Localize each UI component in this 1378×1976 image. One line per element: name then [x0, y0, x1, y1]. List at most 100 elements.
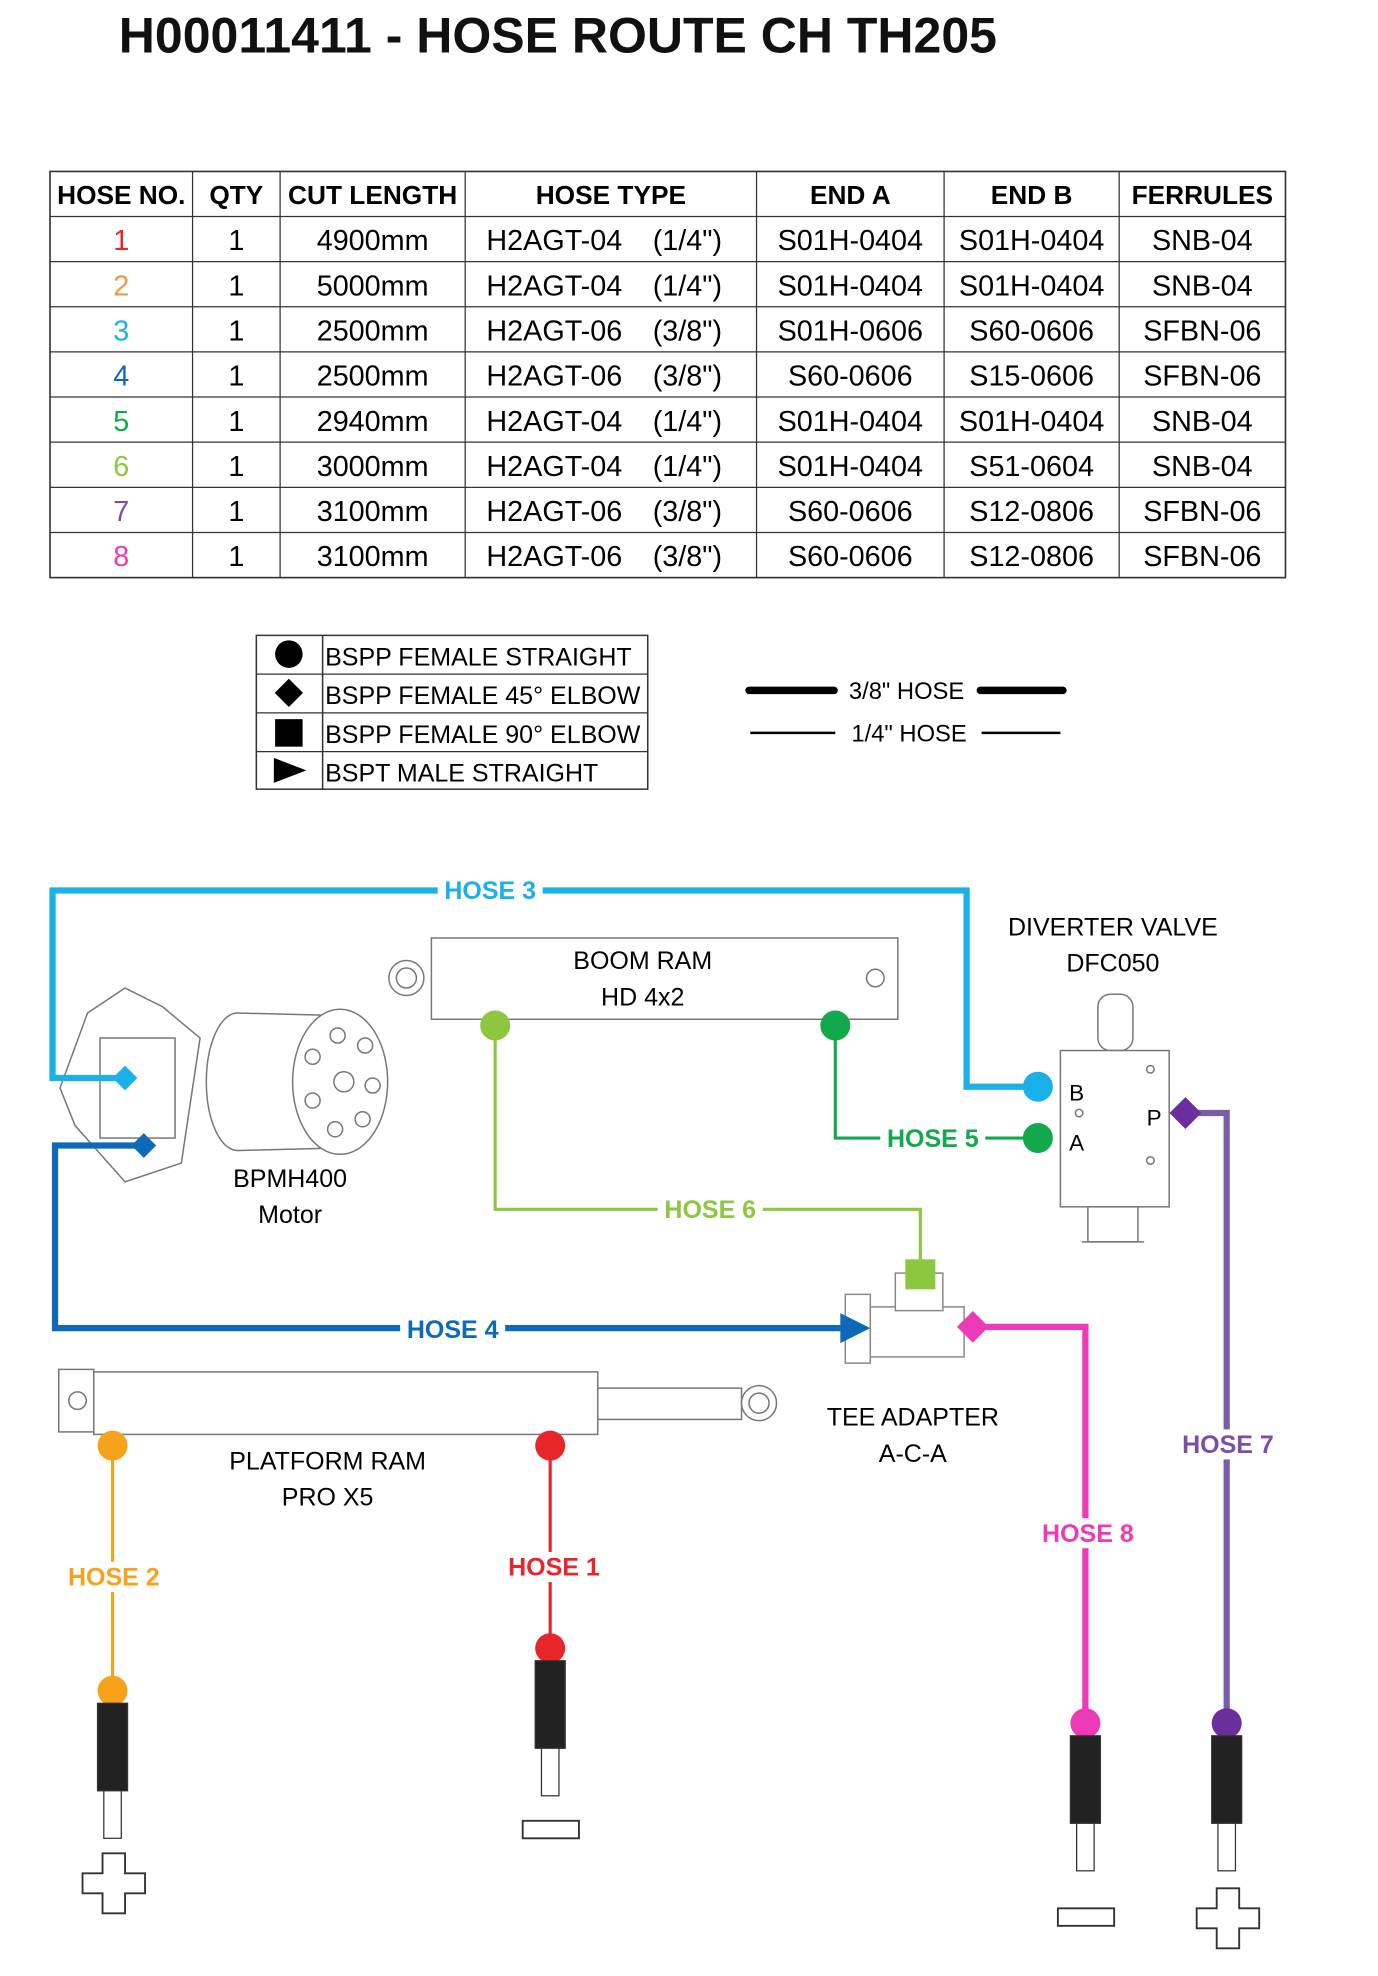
tee-sublabel: A-C-A — [879, 1440, 947, 1468]
column-header: HOSE TYPE — [536, 180, 686, 210]
table-cell-end-a: S60-0606 — [788, 541, 913, 573]
table-cell-qty: 1 — [228, 270, 244, 302]
hose-3-label: HOSE 3 — [444, 877, 536, 905]
legend-label: BSPT MALE STRAIGHT — [325, 760, 598, 788]
hose-size-cell: (3/8") — [653, 316, 722, 348]
table-cell-qty: 1 — [228, 451, 244, 483]
fitting-legend: BSPP FEMALE STRAIGHT BSPP FEMALE 45° ELB… — [255, 634, 649, 790]
circle-fitting-icon — [97, 1675, 128, 1706]
circle-icon — [275, 640, 303, 668]
table-cell-length: 2500mm — [317, 316, 429, 348]
table-cell-no: 4 — [113, 361, 129, 393]
hose-type-cell: H2AGT-06 — [486, 316, 622, 348]
hose-4-label: HOSE 4 — [407, 1316, 499, 1344]
table-cell-end-a: S01H-0404 — [778, 225, 923, 257]
table-cell-qty: 1 — [228, 541, 244, 573]
hose-1-label: HOSE 1 — [508, 1554, 600, 1582]
table-cell-end-a: S01H-0404 — [778, 406, 923, 438]
tee-adapter — [844, 1272, 965, 1364]
column-header: END A — [810, 180, 891, 210]
table-cell-length: 2500mm — [317, 361, 429, 393]
hose-8-line — [972, 1323, 1089, 1724]
diamond-fitting-icon — [131, 1133, 157, 1158]
circle-fitting-icon — [535, 1633, 566, 1664]
diamond-fitting-icon — [1169, 1097, 1202, 1129]
plus-icon — [1195, 1887, 1261, 1950]
hose-4-line — [51, 1142, 851, 1332]
hose-size-legend: 3/8" HOSE 1/4" HOSE — [745, 678, 1067, 748]
hose-5-label: HOSE 5 — [887, 1125, 979, 1153]
diamond-icon — [274, 678, 304, 708]
hose-type-cell: H2AGT-04 — [486, 451, 622, 483]
table-cell-length: 3000mm — [317, 451, 429, 483]
hose-5-line — [833, 1025, 1038, 1140]
table-cell-no: 6 — [113, 451, 129, 483]
hose-size-cell: (3/8") — [653, 541, 722, 573]
legend-thick-label: 3/8" HOSE — [849, 678, 964, 705]
table-cell-length: 3100mm — [317, 496, 429, 528]
page-title: H00011411 - HOSE ROUTE CH TH205 — [119, 8, 997, 64]
table-cell-qty: 1 — [228, 361, 244, 393]
minus-icon — [521, 1819, 580, 1840]
diamond-fitting-icon — [112, 1065, 138, 1091]
table-cell-no: 2 — [113, 270, 129, 302]
table-cell-end-b: S01H-0404 — [959, 270, 1104, 302]
circle-fitting-icon — [480, 1010, 511, 1041]
square-icon — [275, 719, 303, 747]
port-b: B — [1069, 1081, 1084, 1106]
legend-label: BSPP FEMALE 90° ELBOW — [325, 721, 641, 749]
column-header: FERRULES — [1132, 180, 1273, 210]
hose-8-label: HOSE 8 — [1042, 1520, 1134, 1548]
table-cell-ferrules: SNB-04 — [1152, 406, 1253, 438]
circle-fitting-icon — [97, 1430, 128, 1461]
quick-couplers — [96, 1660, 1243, 1872]
diverter-valve — [1059, 993, 1170, 1243]
table-cell-no: 8 — [113, 541, 129, 573]
circle-fitting-icon — [1022, 1123, 1053, 1154]
table-cell-end-b: S12-0806 — [969, 541, 1094, 573]
table-cell-end-b: S01H-0404 — [959, 225, 1104, 257]
hose-7-label: HOSE 7 — [1182, 1431, 1274, 1459]
legend-label: BSPP FEMALE STRAIGHT — [325, 643, 632, 671]
table-cell-qty: 1 — [228, 496, 244, 528]
hose-type-cell: H2AGT-04 — [486, 406, 622, 438]
hose-type-cell: H2AGT-06 — [486, 361, 622, 393]
table-cell-ferrules: SNB-04 — [1152, 451, 1253, 483]
circle-fitting-icon — [535, 1430, 566, 1461]
circle-fitting-icon — [1211, 1708, 1242, 1739]
hose-7-line — [1185, 1109, 1230, 1724]
hose-type-cell: H2AGT-04 — [486, 270, 622, 302]
platform-ram-model: PRO X5 — [282, 1484, 374, 1512]
table-cell-ferrules: SNB-04 — [1152, 270, 1253, 302]
column-header: QTY — [209, 180, 263, 210]
table-cell-no: 3 — [113, 316, 129, 348]
table-cell-ferrules: SFBN-06 — [1143, 496, 1261, 528]
table-cell-end-a: S01H-0404 — [778, 270, 923, 302]
table-cell-no: 1 — [113, 225, 129, 257]
hose-6-line — [493, 1025, 922, 1274]
hose-size-cell: (1/4") — [653, 451, 722, 483]
table-cell-end-b: S01H-0404 — [959, 406, 1104, 438]
platform-ram-label: PLATFORM RAM — [229, 1447, 426, 1475]
hose-6-label: HOSE 6 — [664, 1196, 756, 1224]
tee-label: TEE ADAPTER — [827, 1404, 999, 1432]
triangle-fitting-icon — [840, 1313, 871, 1344]
circle-fitting-icon — [820, 1010, 851, 1041]
hose-size-cell: (1/4") — [653, 406, 722, 438]
table-cell-ferrules: SFBN-06 — [1143, 541, 1261, 573]
hose-size-cell: (1/4") — [653, 270, 722, 302]
table-cell-length: 5000mm — [317, 270, 429, 302]
hose-size-cell: (1/4") — [653, 225, 722, 257]
table-cell-no: 5 — [113, 406, 129, 438]
hose-type-cell: H2AGT-06 — [486, 541, 622, 573]
port-p: P — [1147, 1106, 1162, 1131]
diverter-model: DFC050 — [1066, 950, 1159, 978]
column-header: HOSE NO. — [57, 180, 185, 210]
circle-fitting-icon — [1022, 1071, 1053, 1102]
port-a: A — [1069, 1131, 1084, 1156]
triangle-icon — [273, 757, 307, 783]
table-cell-end-a: S60-0606 — [788, 361, 913, 393]
legend-label: BSPP FEMALE 45° ELBOW — [325, 682, 641, 710]
